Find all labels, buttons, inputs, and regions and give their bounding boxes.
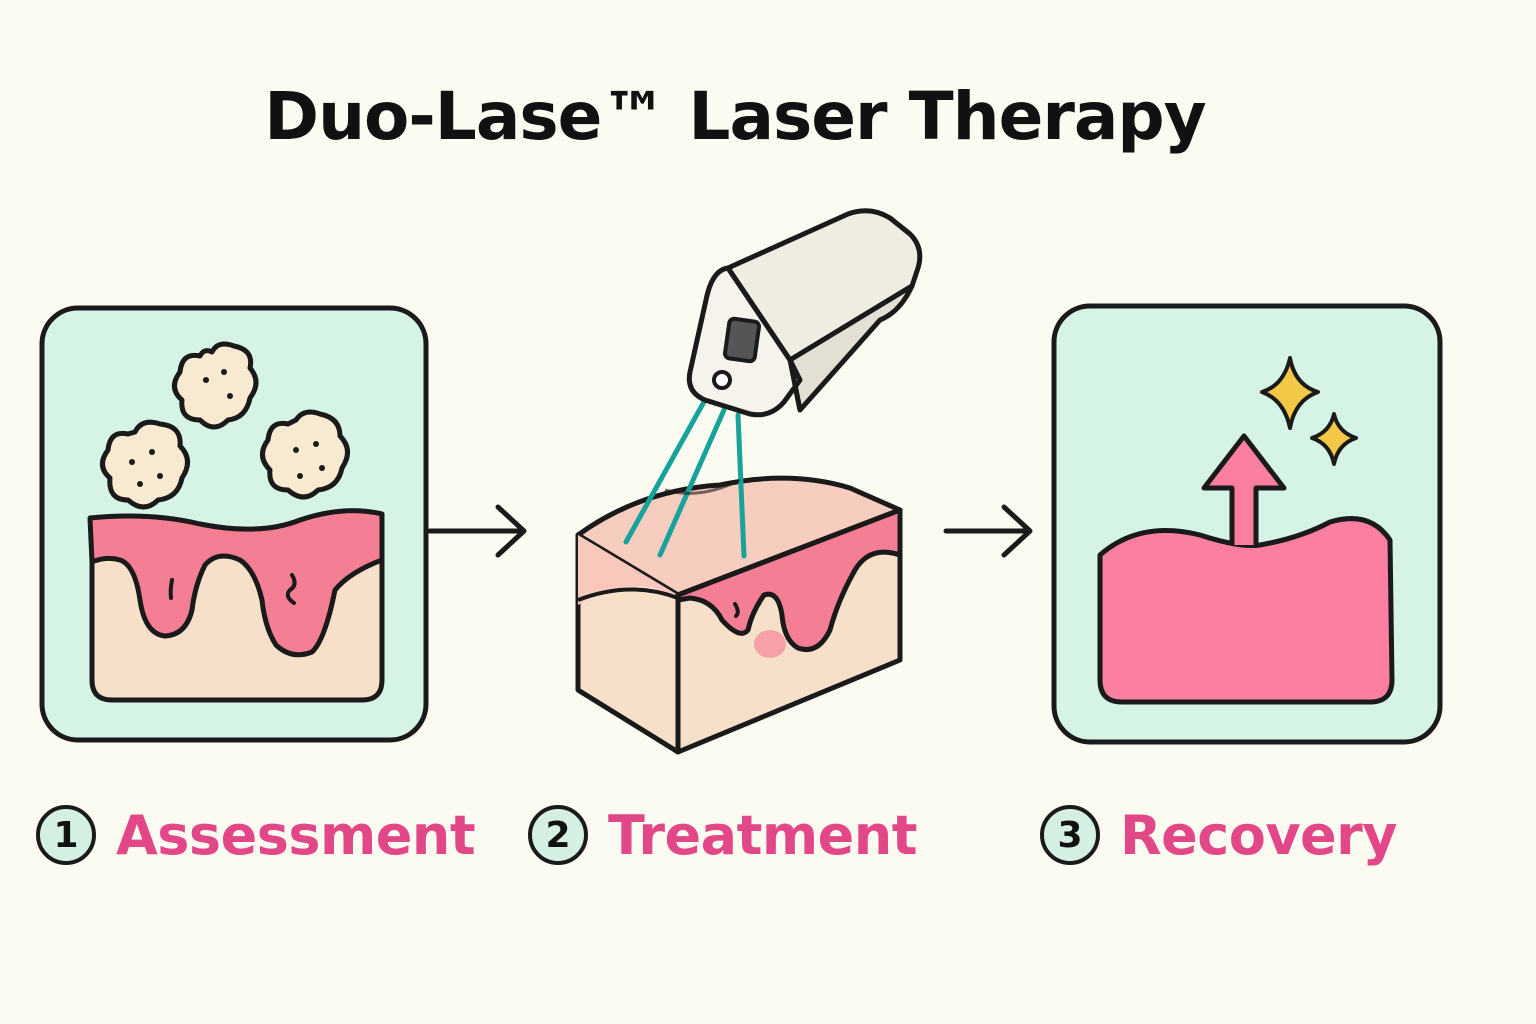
treatment-illustration: [578, 211, 920, 752]
acne-skin-cross-section-icon: [90, 511, 382, 700]
step-number-badge: 3: [1040, 805, 1100, 865]
step-treatment: 2 Treatment: [528, 800, 917, 870]
recovery-panel: [1054, 306, 1440, 742]
laser-device-skin-block-icon: [578, 478, 900, 752]
step-number-badge: 1: [36, 805, 96, 865]
step-label: Assessment: [116, 804, 475, 867]
laser-handpiece-icon: [689, 211, 919, 415]
assessment-panel: [42, 308, 426, 740]
step-label: Recovery: [1120, 804, 1397, 867]
step-assessment: 1 Assessment: [36, 800, 475, 870]
right-arrow-icon: [430, 507, 524, 555]
right-arrow-icon: [946, 507, 1030, 555]
step-recovery: 3 Recovery: [1040, 800, 1397, 870]
step-number-badge: 2: [528, 805, 588, 865]
step-label: Treatment: [608, 804, 917, 867]
